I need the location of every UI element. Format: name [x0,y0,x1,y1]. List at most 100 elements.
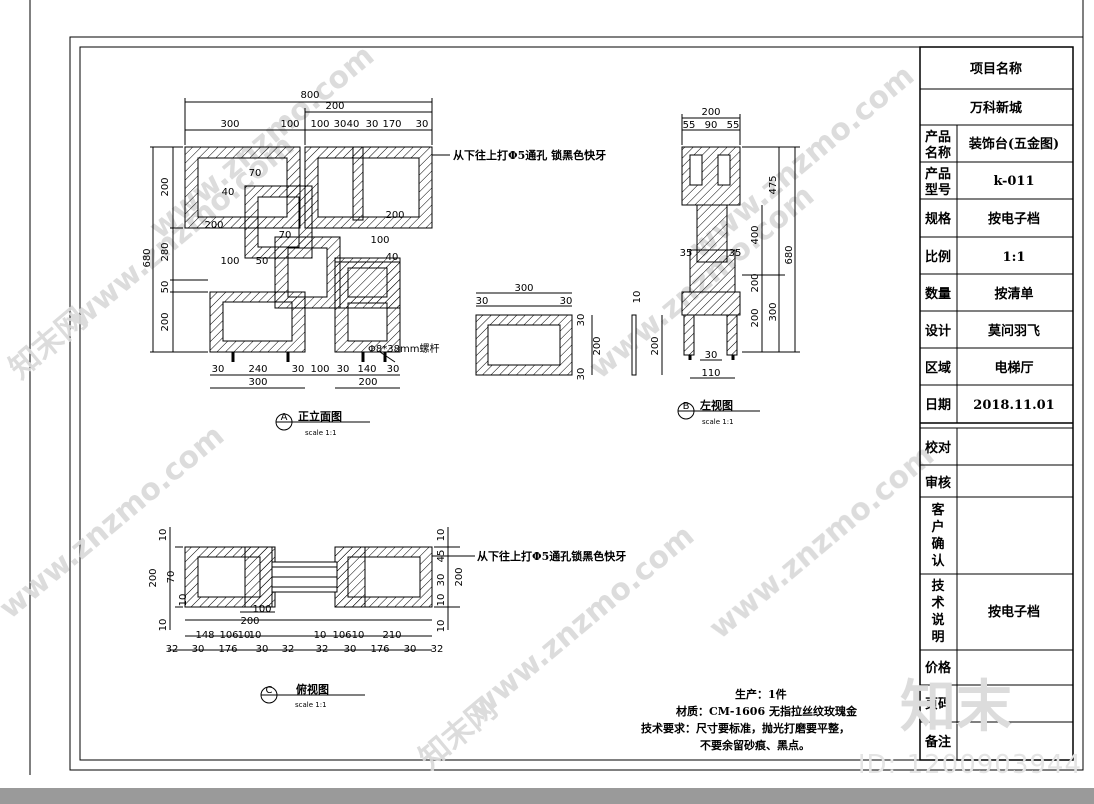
svg-text:176: 176 [370,644,389,655]
svg-text:200: 200 [385,210,404,221]
svg-text:680: 680 [784,245,795,264]
project-label: 项目名称 [970,61,1022,77]
side-view [661,114,800,379]
tb-value-model: k-011 [993,174,1034,189]
tb-value-scale: 1:1 [1003,250,1026,265]
svg-text:明: 明 [931,630,944,645]
svg-text:10: 10 [314,630,327,641]
section-dims: 300 30 30 200 30 30 10 [476,283,643,380]
svg-text:认: 认 [931,553,945,569]
svg-text:40: 40 [222,187,235,198]
svg-text:100: 100 [220,256,239,267]
svg-text:30: 30 [387,364,400,375]
svg-text:10: 10 [158,529,169,542]
svg-text:45: 45 [436,550,447,563]
svg-text:100: 100 [310,119,329,130]
svg-text:40: 40 [347,119,360,130]
svg-text:200: 200 [148,568,159,587]
view-label-top: C 俯视图 scale 1:1 [260,682,365,709]
svg-text:140: 140 [357,364,376,375]
tb-label-qty: 数量 [925,286,951,302]
svg-text:106: 106 [332,630,351,641]
svg-text:30: 30 [212,364,225,375]
svg-text:30: 30 [576,314,587,327]
svg-text:30: 30 [192,644,205,655]
section-detail [475,292,637,376]
svg-text:30: 30 [344,644,357,655]
svg-text:200: 200 [750,308,761,327]
tb-value-product-name: 装饰台(五金图) [968,136,1059,152]
tech-note-2: 不要余留砂痕、黑点。 [700,738,810,752]
tb-value-designer: 莫问羽飞 [987,323,1040,339]
svg-text:200: 200 [325,101,344,112]
svg-text:10: 10 [178,594,189,607]
side-dims: 200 55 90 55 475 680 400 200 300 200 35 … [650,107,795,379]
front-hole-note: 从下往上打Φ5通孔 锁黑色快牙 [453,148,606,162]
svg-text:90: 90 [705,120,718,131]
svg-text:35: 35 [729,248,742,259]
svg-text:200: 200 [701,107,720,118]
svg-text:30: 30 [404,644,417,655]
tb-label-review: 审核 [925,475,951,491]
svg-text:www.znzmo.com: www.znzmo.com [703,438,941,646]
svg-text:10: 10 [249,630,262,641]
top-view-title: 俯视图 [296,682,329,696]
view-label-front: A 正立面图 scale 1:1 [275,409,370,437]
tb-value-spec: 按电子档 [988,211,1040,227]
tb-value-tech: 按电子档 [988,604,1040,620]
svg-text:55: 55 [683,120,696,131]
svg-text:30: 30 [576,368,587,381]
svg-text:30: 30 [337,364,350,375]
svg-text:10: 10 [352,630,365,641]
tb-label-price: 价格 [925,660,952,676]
svg-text:300: 300 [768,302,779,321]
svg-text:30: 30 [256,644,269,655]
svg-text:200: 200 [240,616,259,627]
svg-text:C: C [266,685,273,696]
svg-text:100: 100 [280,119,299,130]
svg-text:300: 300 [514,283,533,294]
svg-text:300: 300 [248,377,267,388]
svg-text:110: 110 [701,368,720,379]
top-hole-note: 从下往上打Φ5通孔锁黑色快牙 [477,549,626,563]
svg-text:70: 70 [166,571,177,584]
svg-text:200: 200 [204,220,223,231]
svg-text:200: 200 [160,312,171,331]
svg-text:200: 200 [358,377,377,388]
top-dims: 200 10 10 70 10 10 45 30 200 10 10 100 2… [148,529,465,655]
production-notes: 生产：1件 材质：CM-1606 无指拉丝纹玫瑰金 技术要求：尺寸要标准，抛光打… [641,687,858,752]
production-note: 生产：1件 [735,687,787,701]
svg-text:280: 280 [160,242,171,261]
svg-text:术: 术 [930,595,944,611]
side-view-title: 左视图 [699,398,733,412]
svg-text:户: 户 [931,519,944,535]
svg-text:32: 32 [431,644,444,655]
svg-text:确: 确 [931,536,944,552]
svg-text:35: 35 [680,248,693,259]
svg-text:客: 客 [931,502,945,518]
project-value: 万科新城 [969,100,1022,116]
svg-text:30: 30 [416,119,429,130]
svg-text:www.znzmo.com: www.znzmo.com [143,38,381,246]
svg-text:30: 30 [476,296,489,307]
svg-text:30: 30 [292,364,305,375]
tb-label-designer: 设计 [925,323,951,339]
tb-label-remark: 备注 [924,734,951,750]
svg-text:70: 70 [249,168,262,179]
front-view [150,98,450,389]
svg-text:200: 200 [454,567,465,586]
svg-text:30: 30 [334,119,347,130]
svg-text:10: 10 [436,594,447,607]
svg-text:50: 50 [256,256,269,267]
svg-text:30: 30 [560,296,573,307]
tb-label-name-1: 产品 [925,129,951,145]
outer-frame [69,36,1084,771]
svg-text:10: 10 [238,630,251,641]
material-note: 材质：CM-1606 无指拉丝纹玫瑰金 [676,704,858,718]
tech-note-1: 技术要求：尺寸要标准，抛光打磨要平整， [641,721,850,735]
svg-text:170: 170 [382,119,401,130]
svg-text:200: 200 [160,177,171,196]
front-rod-note: Φ8*38mm螺杆 [368,343,439,355]
svg-text:240: 240 [248,364,267,375]
